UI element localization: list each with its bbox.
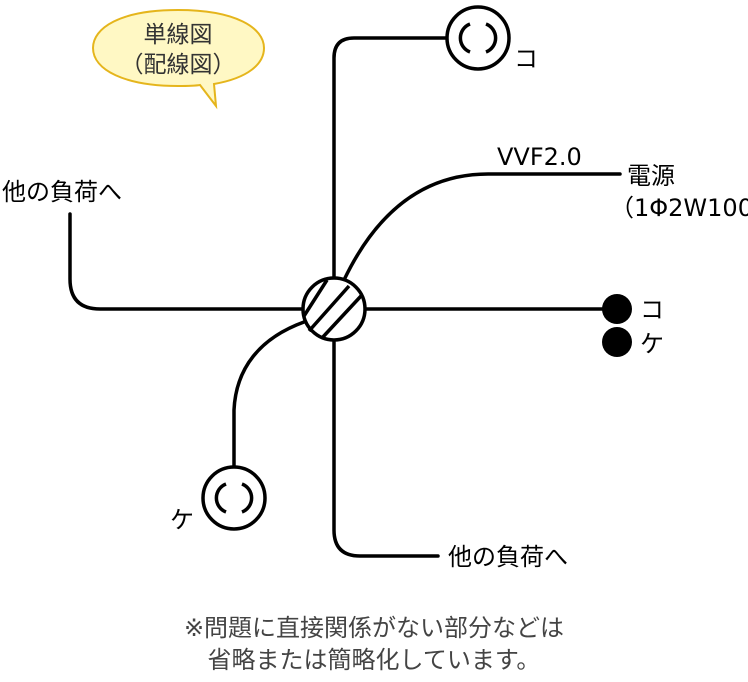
light-bottom-label: ケ	[170, 506, 194, 534]
power-source-spec: （1Φ2W100V）	[610, 194, 748, 222]
switch-icon	[602, 327, 632, 357]
other-load-left-label: 他の負荷へ	[2, 178, 122, 206]
wire-to-other-load-bottom	[332, 338, 440, 558]
wire-to-light-top	[332, 36, 448, 280]
power-source-label: 電源	[627, 162, 675, 190]
footnote-line1: ※問題に直接関係がない部分などは	[184, 614, 564, 642]
wires	[68, 36, 622, 558]
switch-ko-label: コ	[640, 296, 664, 324]
cable-label: VVF2.0	[497, 143, 582, 171]
callout-line1: 単線図	[144, 22, 213, 48]
switch-ke-label: ケ	[640, 330, 664, 358]
wire-to-light-bottom	[232, 320, 306, 470]
ceiling-receptacle-icon	[201, 465, 267, 531]
junction-box-icon	[301, 276, 367, 342]
switch-icon	[602, 294, 632, 324]
callout-bubble-shape	[91, 8, 266, 110]
wire-to-other-load-left	[68, 212, 304, 311]
ceiling-receptacle-icon	[445, 5, 511, 71]
footnote-line2: 省略または簡略化しています。	[208, 646, 541, 674]
wire-to-power-source	[342, 172, 622, 282]
callout-line2: （配線図）	[121, 52, 236, 78]
callout-bubble: 単線図 （配線図）	[91, 8, 266, 110]
light-top-label: コ	[514, 45, 538, 73]
other-load-bottom-label: 他の負荷へ	[448, 543, 568, 571]
